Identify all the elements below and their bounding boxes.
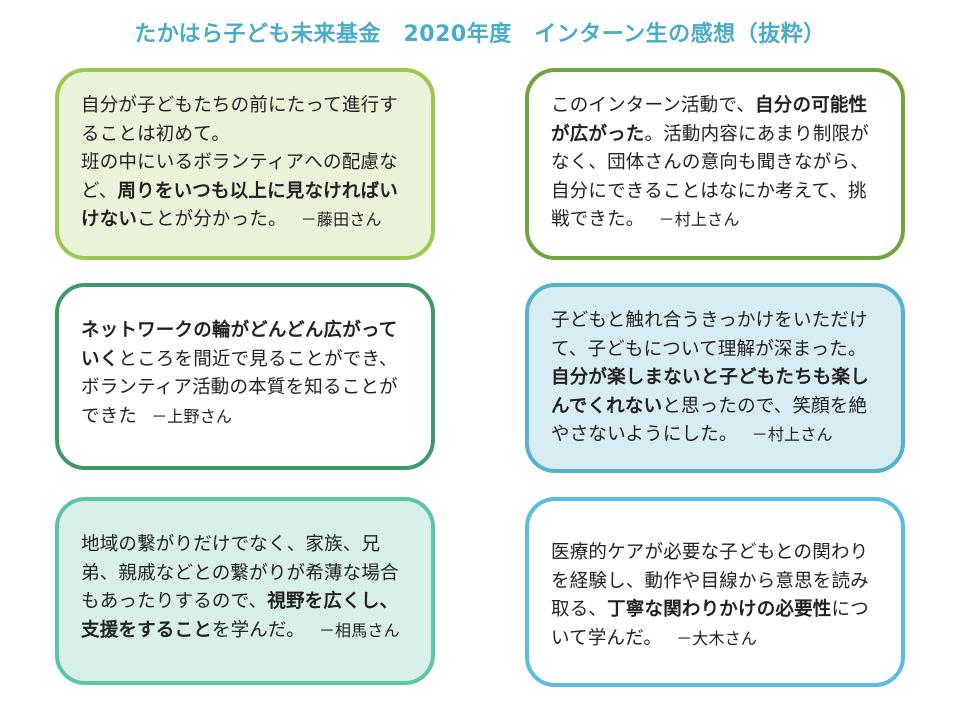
author-name: －村上さん: [751, 425, 833, 444]
comment-card-murakami-2: 子どもと触れ合うきっかけをいただけて、子どもについて理解が深まった。自分が楽しま…: [525, 283, 905, 473]
comment-segment: ことが分かった。: [137, 209, 287, 230]
emphasis-text: ネットワークの輪がどんどん広がっていく: [81, 320, 398, 370]
comment-segment: と思ったので、笑顔を絶やさないようにした。: [551, 395, 868, 446]
author-name: －上野さん: [151, 406, 233, 426]
comment-text: 地域の繋がりだけでなく、家族、兄弟、親戚などとの繋がりが希薄な場合もあったりする…: [81, 531, 411, 645]
comment-text: ネットワークの輪がどんどん広がっていくところを間近で見ることができ、ボランティア…: [81, 317, 411, 431]
comment-segment: 自分が子どもたちの前にたって進行することは初めて。: [81, 95, 398, 145]
page-title: たかはら子ども未来基金 2020年度 インターン生の感想（抜粋）: [134, 22, 826, 47]
comment-segment: 。活動内容にあまり制限がなく、団体さんの意向も聞きながら、自分にできることはなに…: [551, 123, 869, 231]
comment-segment: 子どもと触れ合うきっかけをいただけて、子どもについて理解が深まった。: [551, 310, 868, 360]
author-name: －相馬さん: [318, 620, 400, 640]
emphasis-text: 視野を広くし、支援をすること: [81, 591, 399, 641]
author-name: －村上さん: [658, 210, 740, 229]
comment-segment: ところを間近で見ることができ、ボランティア活動の本質を知ることができた: [81, 348, 398, 427]
comment-card-fujita: 自分が子どもたちの前にたって進行することは初めて。班の中にいるボランティアへの配…: [55, 68, 435, 260]
author-name: －藤田さん: [300, 210, 382, 229]
emphasis-text: 丁寧な関わりかけの必要性: [607, 599, 832, 620]
comment-text: 医療的ケアが必要な子どもとの関わりを経験し、動作や目線から意思を読み取る、丁寧な…: [551, 539, 881, 653]
comment-card-murakami-1: このインターン活動で、自分の可能性が広がった。活動内容にあまり制限がなく、団体さ…: [525, 68, 905, 260]
comment-text: 子どもと触れ合うきっかけをいただけて、子どもについて理解が深まった。自分が楽しま…: [551, 307, 881, 450]
comment-card-oki: 医療的ケアが必要な子どもとの関わりを経験し、動作や目線から意思を読み取る、丁寧な…: [525, 497, 905, 687]
comment-segment: 班の中にいるボランティアへの配慮など、: [81, 152, 398, 202]
comment-segment: このインターン活動で、: [551, 95, 756, 116]
author-name: －大木さん: [676, 628, 758, 648]
comment-segment: を学んだ。: [211, 619, 305, 641]
comment-segment: 地域の繋がりだけでなく、家族、兄弟、親戚などとの繋がりが希薄な場合もあったりする…: [81, 534, 399, 612]
emphasis-text: 自分が楽しまないと子どもたちも楽しんでくれない: [551, 367, 869, 417]
comment-segment: 医療的ケアが必要な子どもとの関わりを経験し、動作や目線から意思を読み取る、: [551, 542, 869, 620]
comment-text: このインターン活動で、自分の可能性が広がった。活動内容にあまり制限がなく、団体さ…: [551, 92, 881, 235]
comment-card-soma: 地域の繋がりだけでなく、家族、兄弟、親戚などとの繋がりが希薄な場合もあったりする…: [55, 497, 435, 685]
comment-card-ueno: ネットワークの輪がどんどん広がっていくところを間近で見ることができ、ボランティア…: [55, 283, 435, 470]
comment-segment: について学んだ。: [551, 599, 869, 649]
emphasis-text: 周りをいつも以上に見なければいけない: [81, 180, 398, 231]
emphasis-text: 自分の可能性が広がった: [551, 95, 868, 145]
comment-text: 自分が子どもたちの前にたって進行することは初めて。班の中にいるボランティアへの配…: [81, 92, 411, 235]
